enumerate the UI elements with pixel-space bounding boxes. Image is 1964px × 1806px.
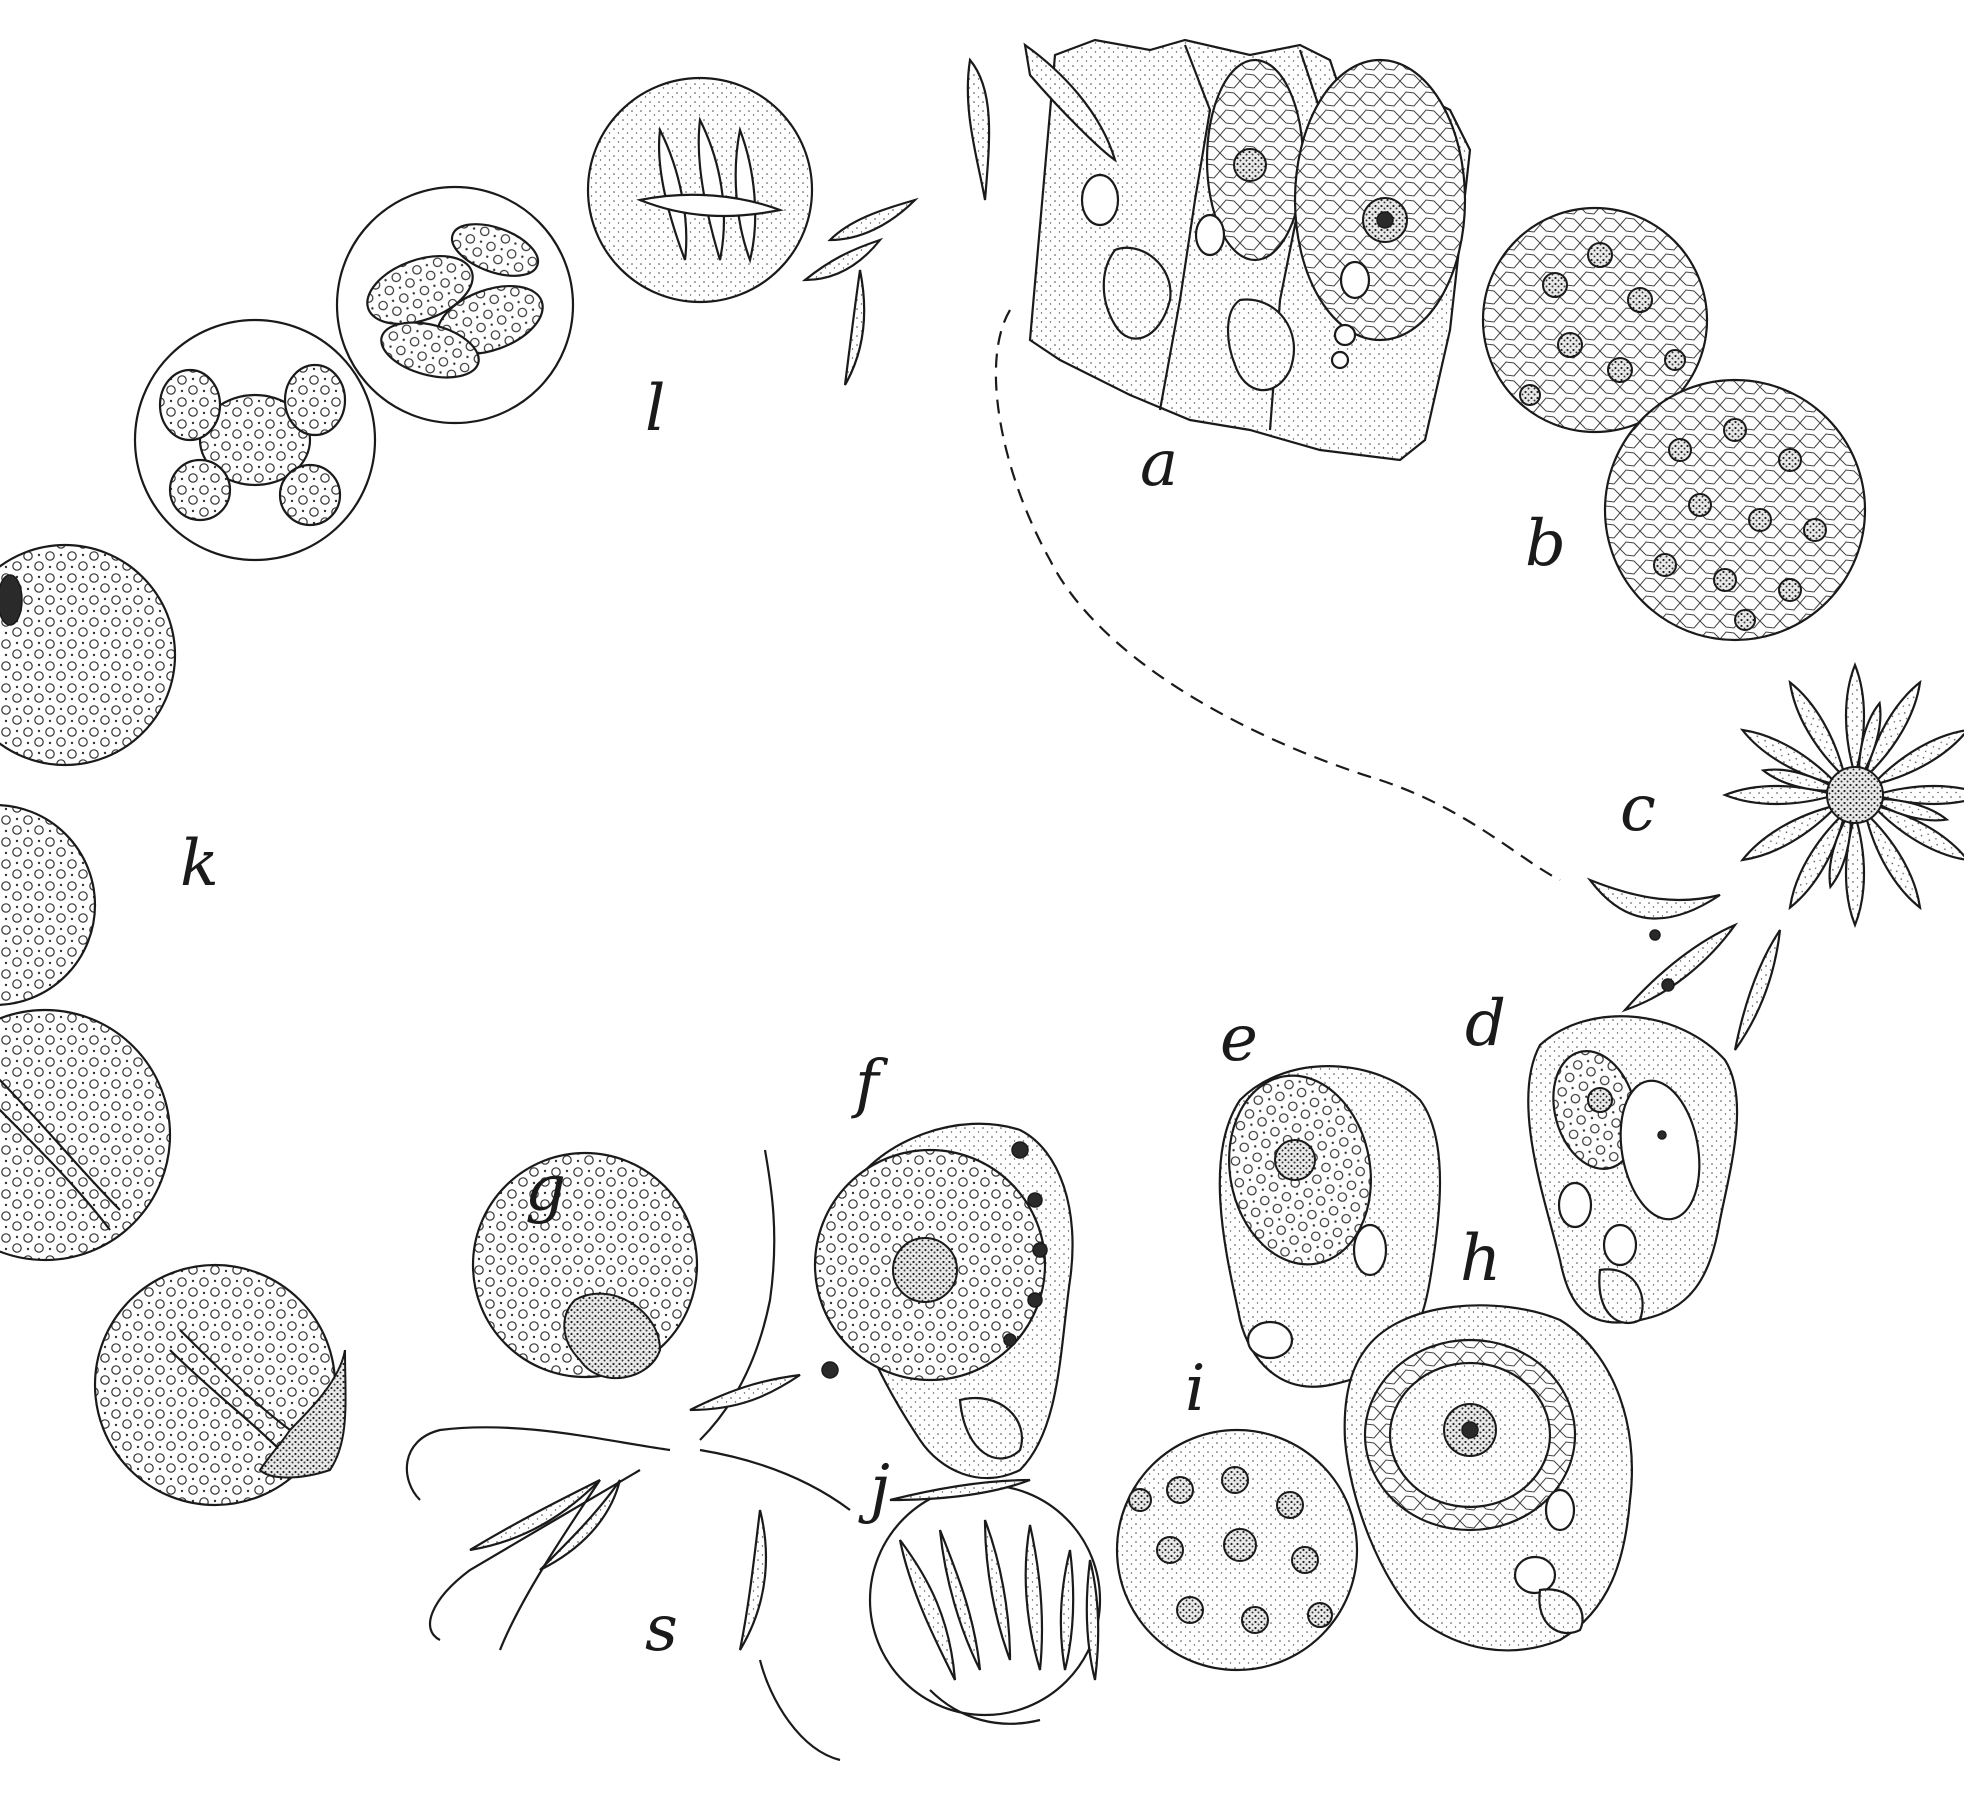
label-h: h xyxy=(1460,1222,1501,1296)
stage-h-host-cell: h xyxy=(1343,1222,1634,1652)
stage-s-microgametes: s xyxy=(405,1149,851,1762)
stage-f-mature-macrogamete: f xyxy=(813,1047,1074,1480)
stage-i-zygote: i xyxy=(1115,1352,1359,1672)
stage-c-rosette: c xyxy=(1620,662,1964,928)
label-s: s xyxy=(645,1592,678,1666)
free-merozoites-cd xyxy=(1586,877,1782,1051)
stage-j-sporulation: j xyxy=(858,1452,1102,1725)
stage-g-fertilization: g xyxy=(471,1151,699,1379)
label-i: i xyxy=(1185,1352,1205,1426)
label-j: j xyxy=(858,1452,890,1526)
label-e: e xyxy=(1220,1002,1258,1076)
label-k: k xyxy=(180,827,219,901)
stage-b-schizonts: b xyxy=(1481,206,1867,642)
label-a: a xyxy=(1140,427,1178,501)
stage-d-macrogamete-host: d xyxy=(1465,987,1739,1325)
stage-l-sporocysts: l xyxy=(133,76,919,562)
label-b: b xyxy=(1525,507,1566,581)
label-g: g xyxy=(525,1152,566,1226)
dashed-transition-path xyxy=(994,309,1561,881)
stage-e-macrogamete: e xyxy=(1218,1002,1442,1388)
stage-a-host-cells: a xyxy=(966,38,1472,501)
stage-k-oocysts: k xyxy=(0,543,347,1507)
label-l: l xyxy=(645,372,665,446)
label-c: c xyxy=(1620,772,1656,846)
label-f: f xyxy=(851,1047,889,1121)
label-d: d xyxy=(1465,987,1506,1061)
